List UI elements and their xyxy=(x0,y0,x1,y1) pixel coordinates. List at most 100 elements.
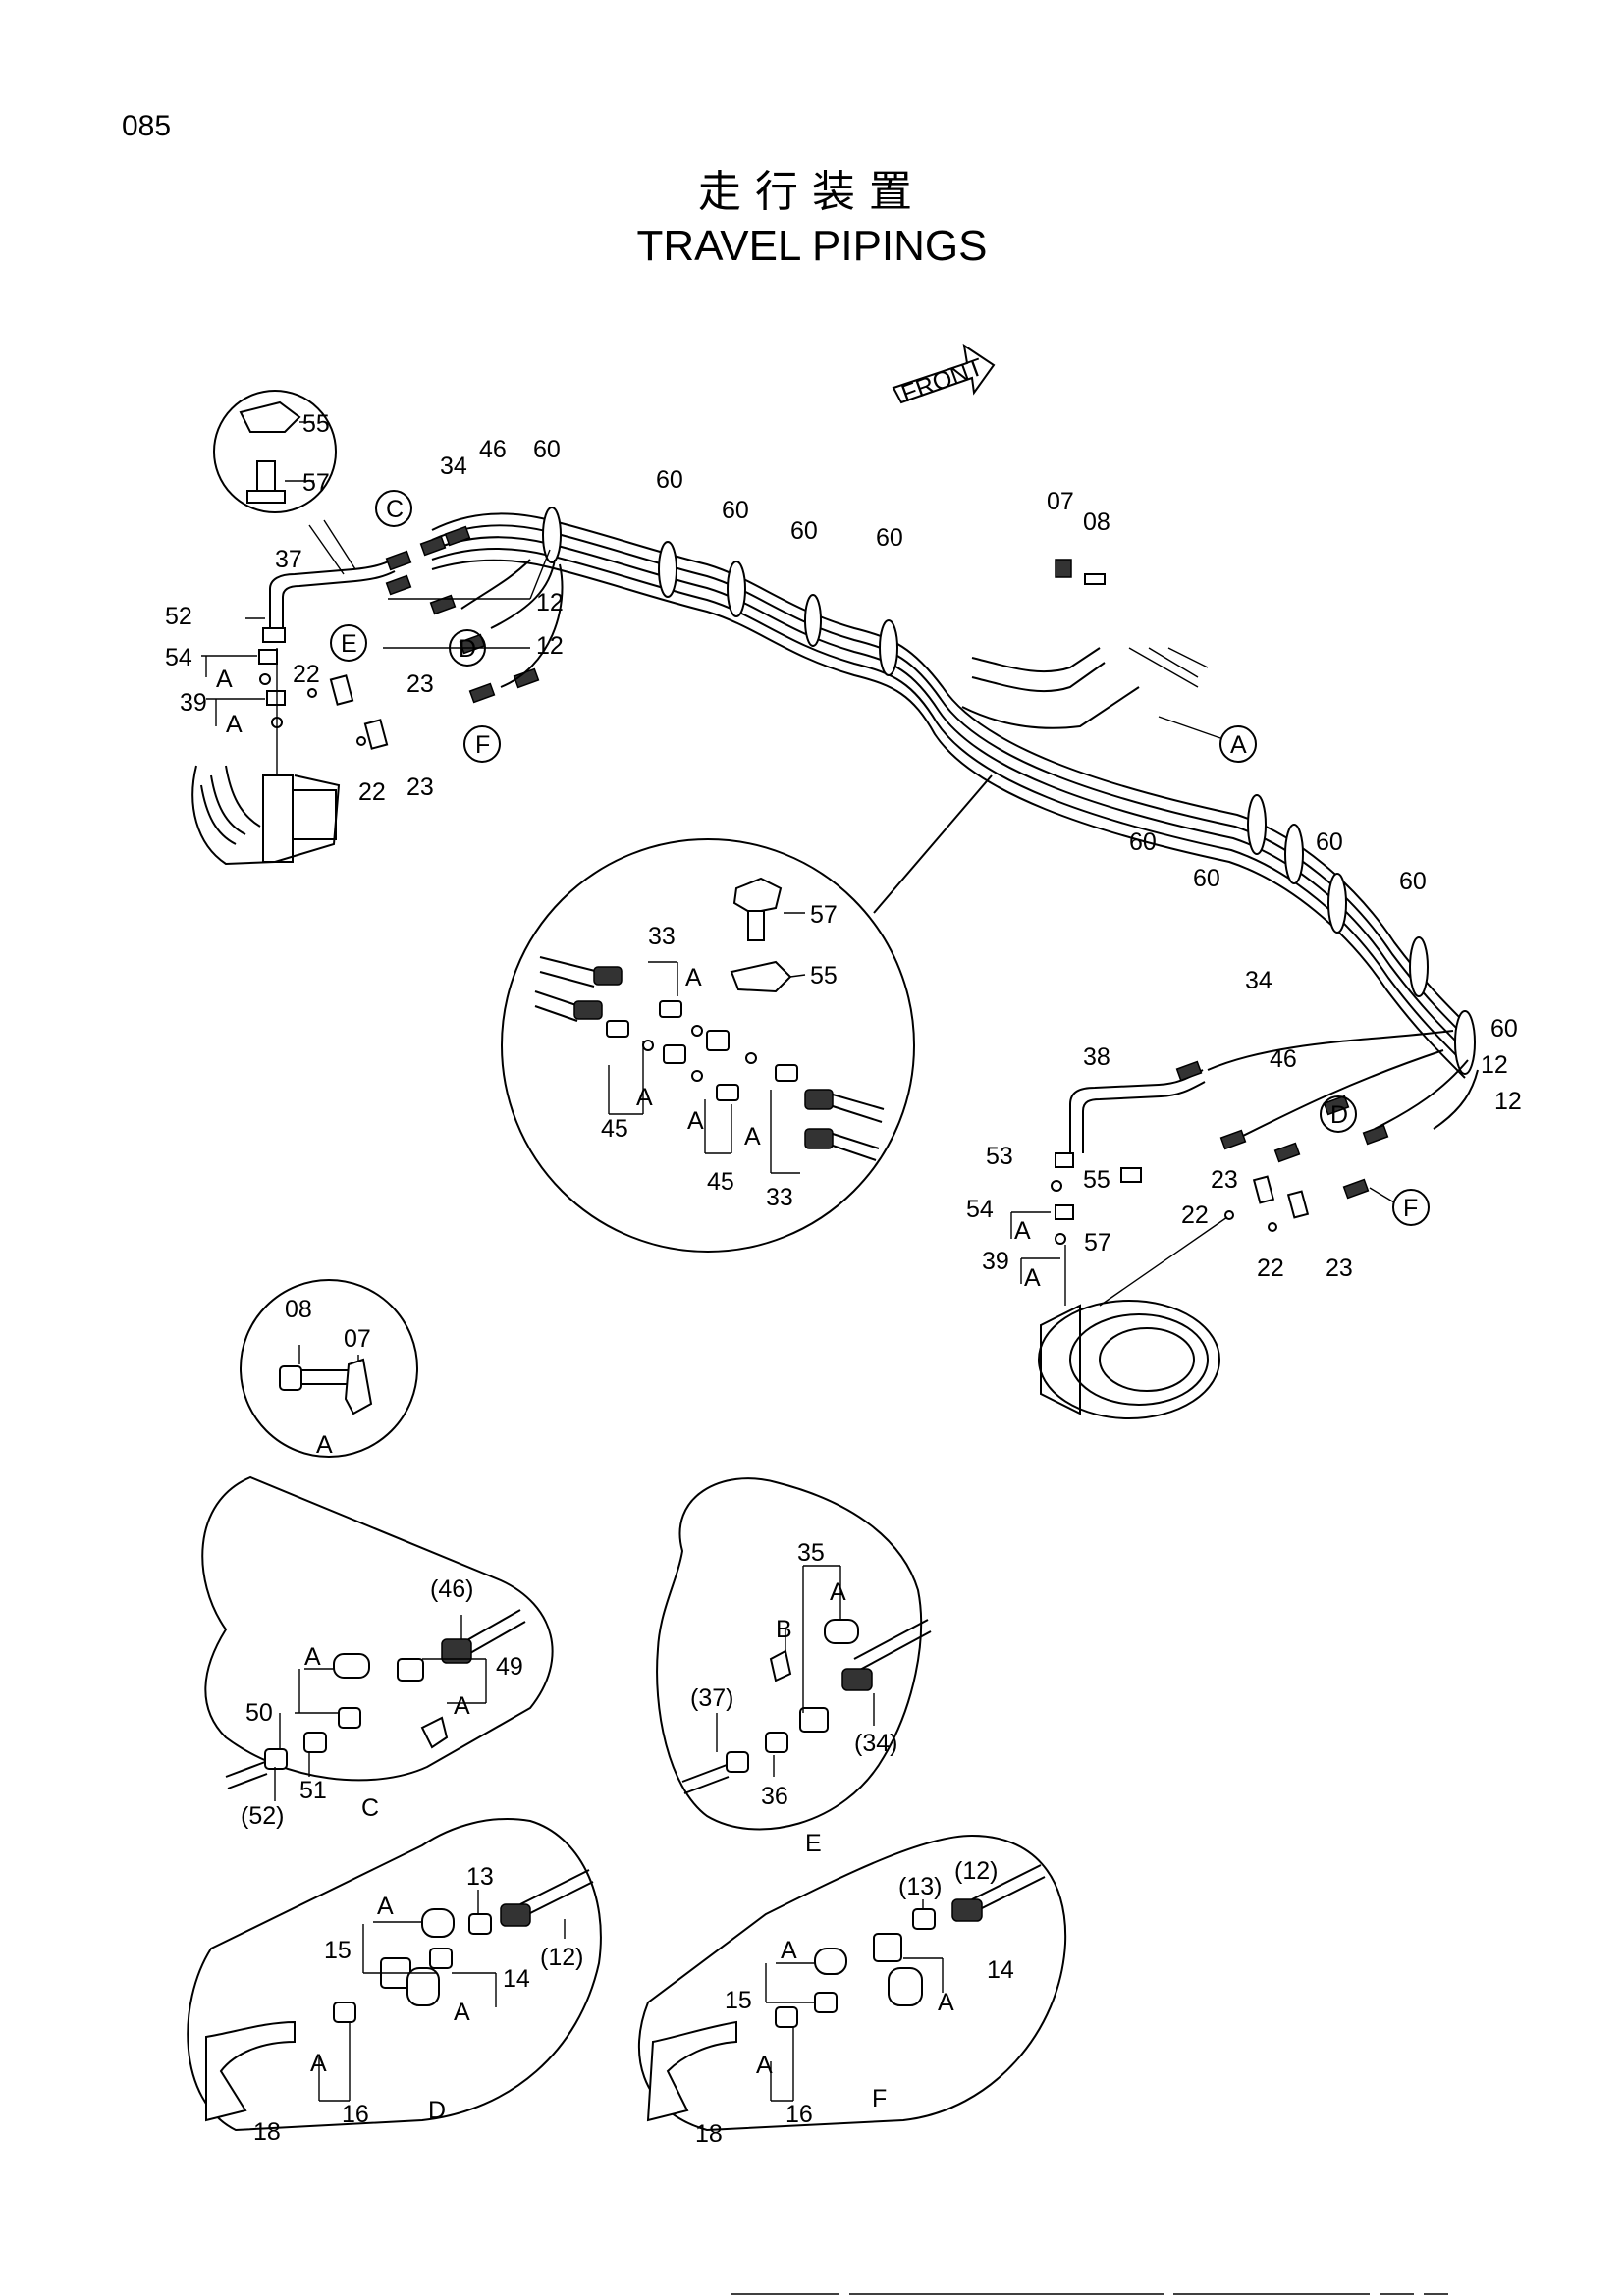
callout-tl-60: 60 xyxy=(533,436,561,463)
callout-d-a3: A xyxy=(310,2050,327,2077)
callout-c-51: 51 xyxy=(299,1777,327,1804)
callout-r-57: 57 xyxy=(1084,1229,1111,1256)
callout-tl-22a: 22 xyxy=(293,661,320,688)
top-left-assembly: 55 57 37 52 54 A 39 A 22 22 23 23 34 46 … xyxy=(165,390,564,866)
callout-a-07: 07 xyxy=(344,1325,371,1353)
callout-m-a: A xyxy=(1230,731,1247,759)
callout-f-12: (12) xyxy=(954,1857,998,1885)
callout-e-b: B xyxy=(776,1616,792,1643)
callout-z-a4: A xyxy=(744,1123,761,1150)
main-hose-bundle xyxy=(431,507,1476,1079)
callout-c-46: (46) xyxy=(430,1575,473,1603)
callout-tl-57: 57 xyxy=(302,469,330,497)
callout-tl-e: E xyxy=(341,630,357,658)
callout-d-13: 13 xyxy=(466,1863,494,1891)
detail-c: (46) 49 A A 50 51 (52) C xyxy=(201,1475,554,1830)
zoom-detail-circle: 57 55 33 A 45 A A A 45 33 xyxy=(501,774,993,1253)
callout-tl-54: 54 xyxy=(165,644,192,671)
callout-r-22a: 22 xyxy=(1181,1201,1209,1229)
callout-r-23a: 23 xyxy=(1211,1166,1238,1194)
callout-tl-12b: 12 xyxy=(536,632,564,660)
middle-assembly: 60 60 60 60 07 08 A xyxy=(656,466,1257,763)
callout-tl-a1: A xyxy=(216,666,233,693)
callout-r-12a: 12 xyxy=(1481,1051,1508,1079)
callout-d-14: 14 xyxy=(503,1965,530,1993)
detail-e: 35 A B (37) 36 (34) E xyxy=(656,1477,932,1857)
callout-r-a2: A xyxy=(1024,1264,1041,1292)
caption-d: D xyxy=(428,2097,446,2124)
title-japanese: 走行装置 xyxy=(698,167,926,217)
callout-d-15: 15 xyxy=(324,1937,352,1964)
callout-c-50: 50 xyxy=(245,1699,273,1727)
callout-tl-46: 46 xyxy=(479,436,507,463)
callout-f-15: 15 xyxy=(725,1987,752,2014)
caption-e: E xyxy=(805,1830,822,1857)
caption-c: C xyxy=(361,1794,379,1822)
callout-m-60c: 60 xyxy=(790,517,818,545)
callout-r-d: D xyxy=(1330,1101,1348,1129)
callout-r-53: 53 xyxy=(986,1143,1013,1170)
callout-c-52: (52) xyxy=(241,1802,284,1830)
callout-f-14: 14 xyxy=(987,1956,1014,1984)
detail-circle-55-57 xyxy=(213,390,337,513)
callout-e-a: A xyxy=(830,1578,846,1606)
callout-tl-34: 34 xyxy=(440,453,467,480)
callout-m-60d: 60 xyxy=(876,524,903,552)
callout-f-a3: A xyxy=(756,2052,773,2079)
callout-r-39: 39 xyxy=(982,1248,1009,1275)
callout-tl-37: 37 xyxy=(275,546,302,573)
callout-f-a2: A xyxy=(938,1989,954,2016)
callout-f-13: (13) xyxy=(898,1873,942,1900)
callout-tl-f: F xyxy=(475,731,490,759)
detail-d: 13 A 15 14 (12) A A 18 16 D xyxy=(187,1818,602,2146)
callout-r-23b: 23 xyxy=(1326,1255,1353,1282)
callout-r-54: 54 xyxy=(966,1196,994,1223)
callout-tl-55: 55 xyxy=(302,410,330,438)
callout-z-45a: 45 xyxy=(601,1115,628,1143)
callout-tl-52: 52 xyxy=(165,603,192,630)
callout-z-55: 55 xyxy=(810,962,838,989)
callout-r-46: 46 xyxy=(1270,1045,1297,1073)
callout-m-07: 07 xyxy=(1047,488,1074,515)
callout-r-38: 38 xyxy=(1083,1043,1110,1071)
title-english: TRAVEL PIPINGS xyxy=(636,222,988,270)
callout-d-a2: A xyxy=(454,1999,470,2026)
callout-c-a1: A xyxy=(304,1643,321,1671)
callout-tl-23a: 23 xyxy=(406,670,434,698)
callout-e-35: 35 xyxy=(797,1539,825,1567)
front-arrow-label: FRONT xyxy=(897,353,986,408)
page-number: 085 xyxy=(122,110,172,142)
callout-f-16: 16 xyxy=(785,2101,813,2128)
callout-m-08: 08 xyxy=(1083,508,1110,536)
callout-z-a3: A xyxy=(687,1107,704,1135)
callout-z-33b: 33 xyxy=(766,1184,793,1211)
callout-r-12b: 12 xyxy=(1494,1088,1522,1115)
caption-f: F xyxy=(872,2085,887,2112)
callout-r-60a: 60 xyxy=(1129,828,1157,856)
callout-tl-c: C xyxy=(386,496,404,523)
callout-c-49: 49 xyxy=(496,1653,523,1681)
callout-f-18: 18 xyxy=(695,2120,723,2148)
callout-tl-23b: 23 xyxy=(406,774,434,801)
callout-r-55: 55 xyxy=(1083,1166,1110,1194)
callout-e-34: (34) xyxy=(854,1730,897,1757)
callout-r-60b: 60 xyxy=(1193,865,1220,892)
callout-r-60c: 60 xyxy=(1316,828,1343,856)
front-arrow: FRONT xyxy=(892,343,996,408)
callout-z-a1: A xyxy=(685,964,702,991)
callout-tl-d: D xyxy=(459,635,476,663)
title-block: 走行装置 TRAVEL PIPINGS xyxy=(0,165,1624,273)
callout-c-a2: A xyxy=(454,1692,470,1720)
callout-tl-12a: 12 xyxy=(536,589,564,616)
callout-tl-39: 39 xyxy=(180,689,207,717)
detail-f: (13) (12) A 15 14 A A 18 16 F xyxy=(637,1834,1067,2148)
callout-d-18: 18 xyxy=(253,2118,281,2146)
callout-m-60a: 60 xyxy=(656,466,683,494)
callout-z-a2: A xyxy=(636,1084,653,1111)
callout-r-a1: A xyxy=(1014,1217,1031,1245)
caption-a: A xyxy=(316,1431,333,1459)
callout-d-12: (12) xyxy=(540,1944,583,1971)
right-assembly: 60 60 60 60 60 12 12 34 46 38 53 55 54 A… xyxy=(966,828,1522,1419)
callout-e-37: (37) xyxy=(690,1684,733,1712)
